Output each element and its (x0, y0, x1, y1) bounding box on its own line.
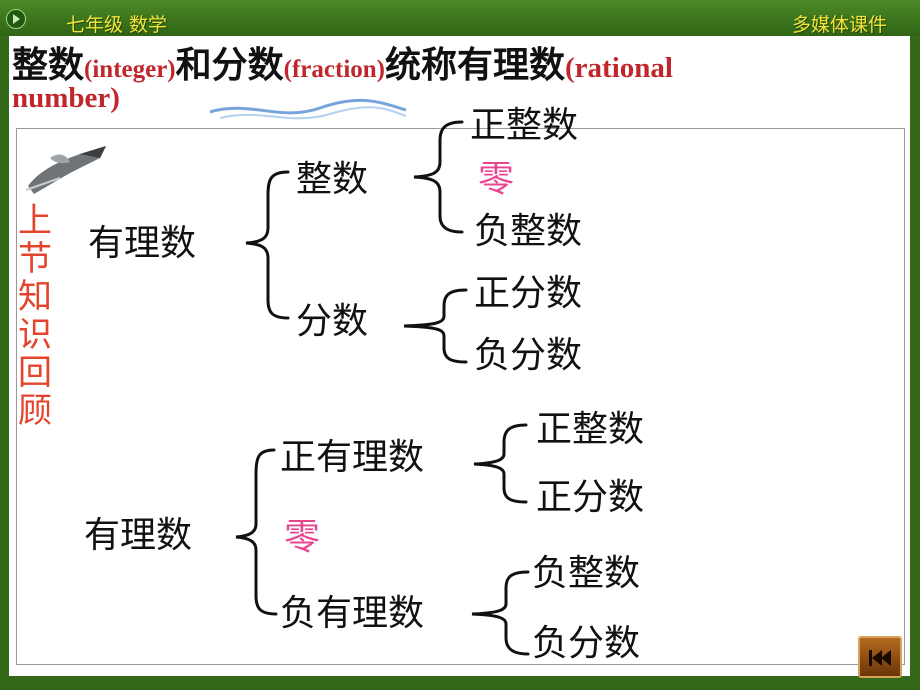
review-char: 知 (18, 277, 52, 317)
bracket-neg-rational (471, 570, 530, 656)
play-icon[interactable] (6, 9, 26, 29)
review-char: 顾 (18, 391, 52, 431)
title-number-en: number) (12, 82, 120, 114)
review-char: 节 (18, 239, 52, 279)
review-char: 上 (18, 201, 52, 241)
tree1-integer: 整数 (296, 159, 369, 200)
tree1-negative-fraction: 负分数 (474, 335, 583, 376)
tree2-negative-rational: 负有理数 (280, 593, 425, 634)
bracket-root-1 (245, 170, 290, 320)
tree2-positive-integer: 正整数 (536, 409, 645, 450)
bracket-root-2 (235, 448, 278, 616)
title-integer-en: (integer) (84, 56, 176, 83)
page-title: 整数(integer)和分数(fraction)统称有理数(rational (12, 36, 673, 88)
wave-decoration (210, 98, 407, 120)
pen-hand-icon (25, 146, 106, 194)
tree2-root: 有理数 (84, 515, 193, 556)
tree1-negative-integer: 负整数 (474, 211, 583, 252)
review-char: 回 (18, 353, 52, 393)
back-to-start-icon (869, 650, 872, 666)
content-box (16, 128, 905, 665)
tree2-positive-rational: 正有理数 (280, 437, 425, 478)
bracket-integer (413, 120, 464, 234)
title-and-fraction: 和分数 (175, 45, 284, 85)
review-char: 识 (18, 315, 52, 355)
course-label: 七年级 数学 (66, 14, 168, 36)
tree1-fraction: 分数 (296, 301, 369, 342)
tree1-zero: 零 (478, 159, 515, 200)
review-label: 上 节 知 识 回 顾 (18, 202, 58, 430)
title-rational: 统称有理数 (385, 45, 566, 85)
tree2-negative-integer: 负整数 (532, 553, 641, 594)
back-to-start-button[interactable] (858, 636, 902, 678)
tree1-positive-integer: 正整数 (470, 105, 579, 146)
tree1-positive-fraction: 正分数 (474, 273, 583, 314)
multimedia-label: 多媒体课件 (792, 14, 888, 36)
title-rational-en: (rational (565, 52, 673, 84)
title-integer: 整数 (12, 45, 85, 85)
bracket-fraction (403, 288, 468, 364)
header-bar: 七年级 数学 多媒体课件 (0, 0, 920, 36)
tree2-zero: 零 (284, 517, 321, 558)
bracket-pos-rational (473, 423, 528, 504)
tree2-negative-fraction: 负分数 (532, 623, 641, 664)
tree2-positive-fraction: 正分数 (536, 477, 645, 518)
tree1-root: 有理数 (88, 223, 197, 264)
title-fraction-en: (fraction) (283, 56, 385, 83)
